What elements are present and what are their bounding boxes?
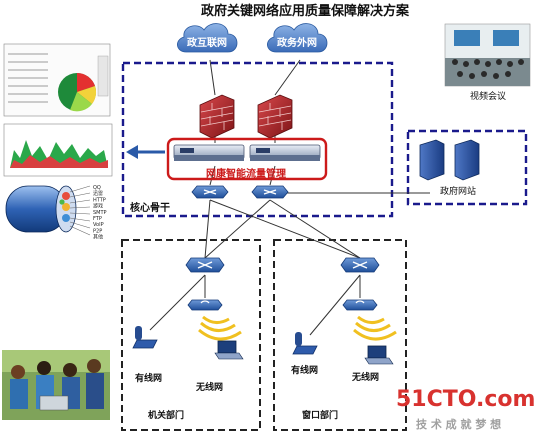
cable-protocol-label: SMTP <box>93 210 107 216</box>
traffic-appliance-icon <box>173 144 245 161</box>
right-wired-label: 有线网 <box>291 364 318 376</box>
access-switch-icon <box>340 257 380 273</box>
core-switch-icon <box>251 185 289 199</box>
left-department-frame <box>121 239 261 431</box>
left-department-label: 机关部门 <box>148 409 184 421</box>
right-wireless-label: 无线网 <box>351 371 379 383</box>
internet-cloud-label: 政互联网 <box>187 36 227 49</box>
core-backbone-label: 核心骨干 <box>130 201 170 214</box>
core-switch-icon <box>191 185 229 199</box>
gov-website-label: 政府网站 <box>440 185 476 197</box>
access-switch-icon <box>185 257 225 273</box>
report-pie-chart-thumbnail <box>3 43 111 117</box>
traffic-appliance-icon <box>249 144 321 161</box>
flow-management-label: 网康智能流量管理 <box>206 167 286 180</box>
cable-protocol-label: 迅雷 <box>93 190 103 197</box>
left-wired-label: 有线网 <box>135 372 162 384</box>
core-backbone-frame <box>121 61 394 218</box>
network-links <box>149 59 430 336</box>
video-meeting-label: 视频会议 <box>470 90 506 102</box>
field-workers-photo <box>2 350 110 420</box>
right-department-label: 窗口部门 <box>302 409 338 421</box>
gov-extranet-cloud-label: 政务外网 <box>277 36 317 49</box>
cable-protocol-label: FTP <box>93 216 102 222</box>
ip-phone-icon <box>292 332 318 355</box>
wireless-ap-icon <box>187 299 242 341</box>
watermark-brand: 51CTO.com <box>396 387 535 412</box>
laptop-icon <box>214 340 244 360</box>
cable-protocol-label: VoIP <box>93 222 104 228</box>
arrow-left-icon <box>126 145 165 159</box>
right-department-frame <box>273 239 407 431</box>
server-icon <box>419 139 445 181</box>
video-conference-photo <box>444 23 531 87</box>
left-wireless-label: 无线网 <box>195 381 223 393</box>
firewall-icon <box>257 94 293 139</box>
flow-management-highlight <box>166 137 328 181</box>
website-frame <box>406 129 528 206</box>
gov-extranet-cloud <box>267 23 328 53</box>
report-traffic-chart-thumbnail <box>3 123 113 177</box>
server-icon <box>454 139 480 181</box>
cable-protocol-label: HTTP <box>93 197 106 203</box>
wireless-ap-icon <box>342 299 397 341</box>
internet-cloud <box>177 23 238 53</box>
watermark-slogan: 技 术 成 就 梦 想 <box>416 417 501 431</box>
cable-protocol-label: 其他 <box>93 234 103 241</box>
cable-protocol-label: QQ <box>93 185 101 191</box>
laptop-icon <box>364 345 394 365</box>
ip-phone-icon <box>132 326 158 349</box>
cable-protocol-label: P2P <box>93 228 102 234</box>
diagram-title: 政府关键网络应用质量保障解决方案 <box>201 3 410 19</box>
firewall-icon <box>199 94 235 139</box>
cable-protocol-label: 游戏 <box>93 203 103 210</box>
protocol-cable-bundle-icon <box>5 185 91 236</box>
